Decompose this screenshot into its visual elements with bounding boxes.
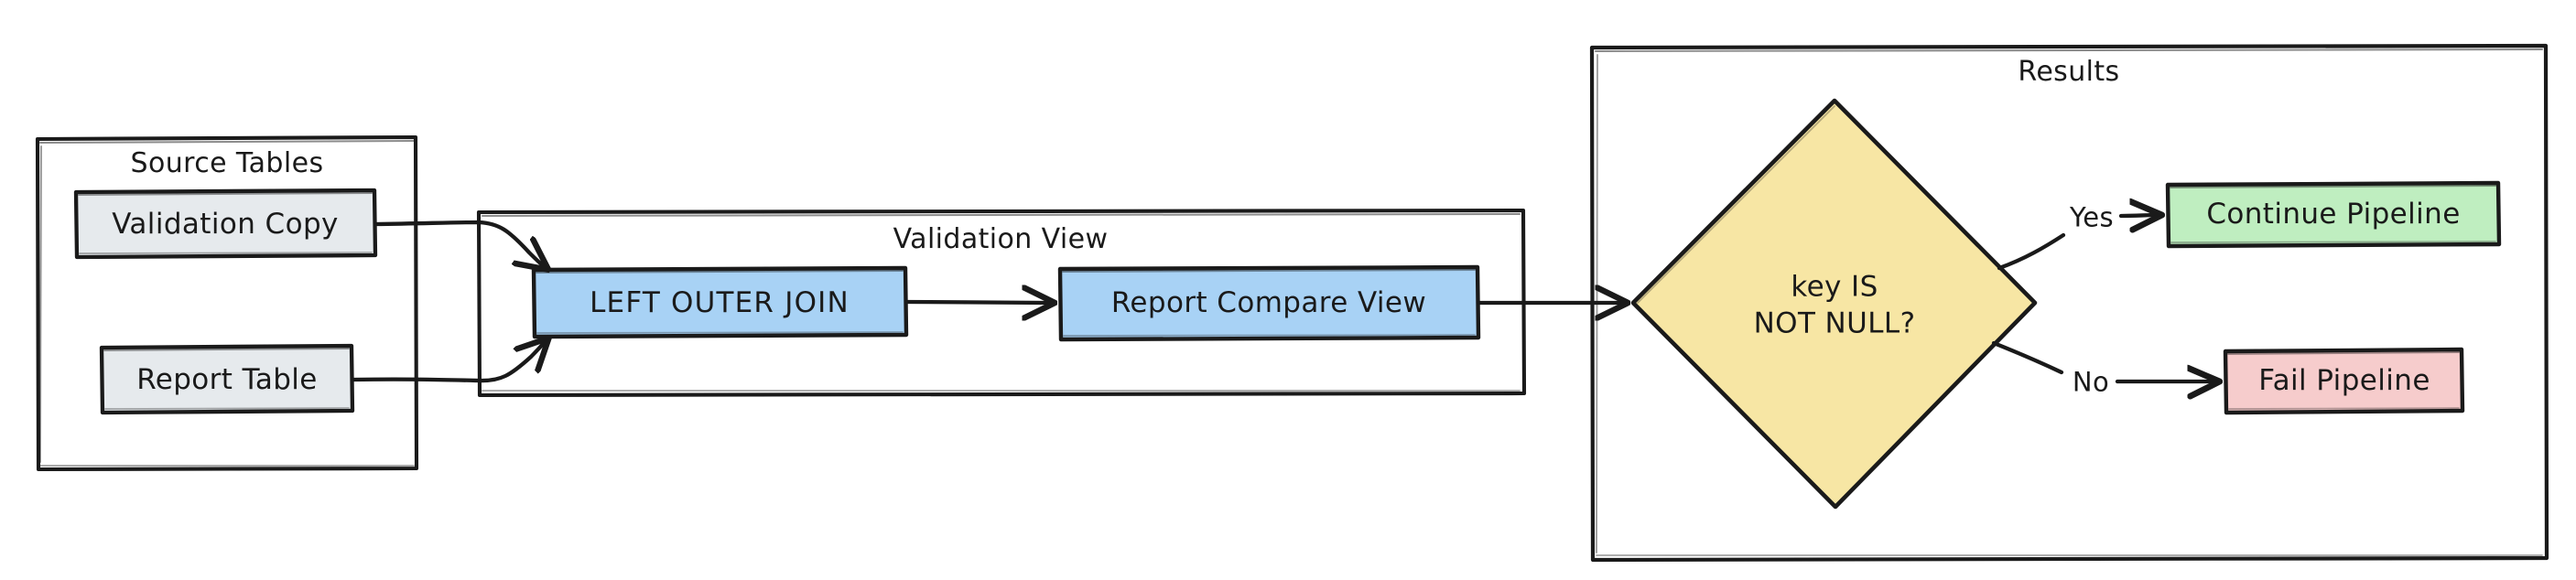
group-validation-view-frame bbox=[476, 208, 1527, 398]
edge-decision-to-continue bbox=[1997, 215, 2157, 271]
group-results-frame bbox=[1589, 43, 2549, 563]
edge-decision-to-fail bbox=[1991, 340, 2214, 381]
node-left-outer-join[interactable] bbox=[534, 268, 906, 337]
node-validation-copy[interactable] bbox=[76, 190, 375, 257]
node-report-table-shape bbox=[99, 343, 355, 415]
node-report-table[interactable] bbox=[102, 346, 352, 413]
node-continue-pipeline-shape bbox=[2165, 180, 2502, 249]
node-report-compare-view[interactable] bbox=[1060, 267, 1478, 339]
node-key-is-not-null-shape bbox=[1630, 98, 2038, 510]
node-fail-pipeline[interactable] bbox=[2225, 349, 2462, 413]
node-key-is-not-null[interactable] bbox=[1633, 101, 2035, 508]
group-source-tables-frame bbox=[35, 134, 419, 472]
edge-report-table-to-join bbox=[350, 342, 545, 383]
edge-join-to-compare-view bbox=[904, 302, 1049, 303]
edge-validation-copy-to-join bbox=[373, 220, 544, 266]
node-report-compare-view-shape bbox=[1057, 264, 1481, 342]
node-validation-copy-shape bbox=[73, 188, 378, 260]
node-left-outer-join-shape bbox=[531, 265, 909, 339]
node-continue-pipeline[interactable] bbox=[2168, 183, 2499, 246]
node-fail-pipeline-shape bbox=[2223, 347, 2465, 415]
